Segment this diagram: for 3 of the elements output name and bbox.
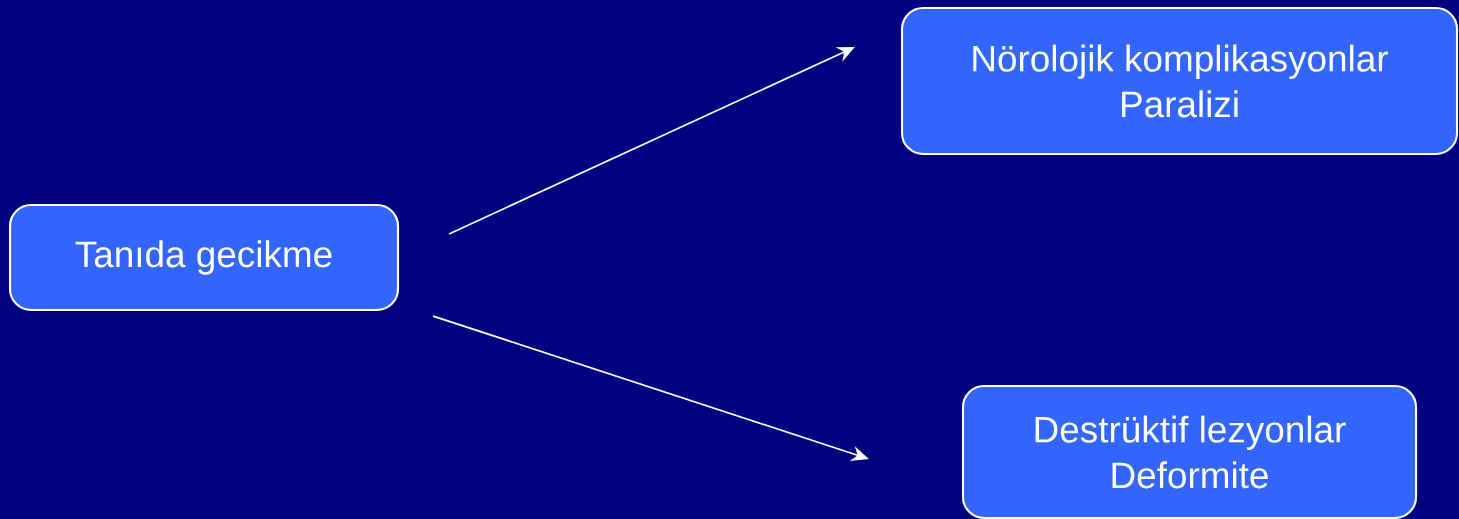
process-box: Nörolojik komplikasyonlar Paralizi [900,6,1459,156]
process-box: Tanıda gecikme [8,203,400,312]
process-box: Destrüktif lezyonlar Deformite [961,384,1418,519]
